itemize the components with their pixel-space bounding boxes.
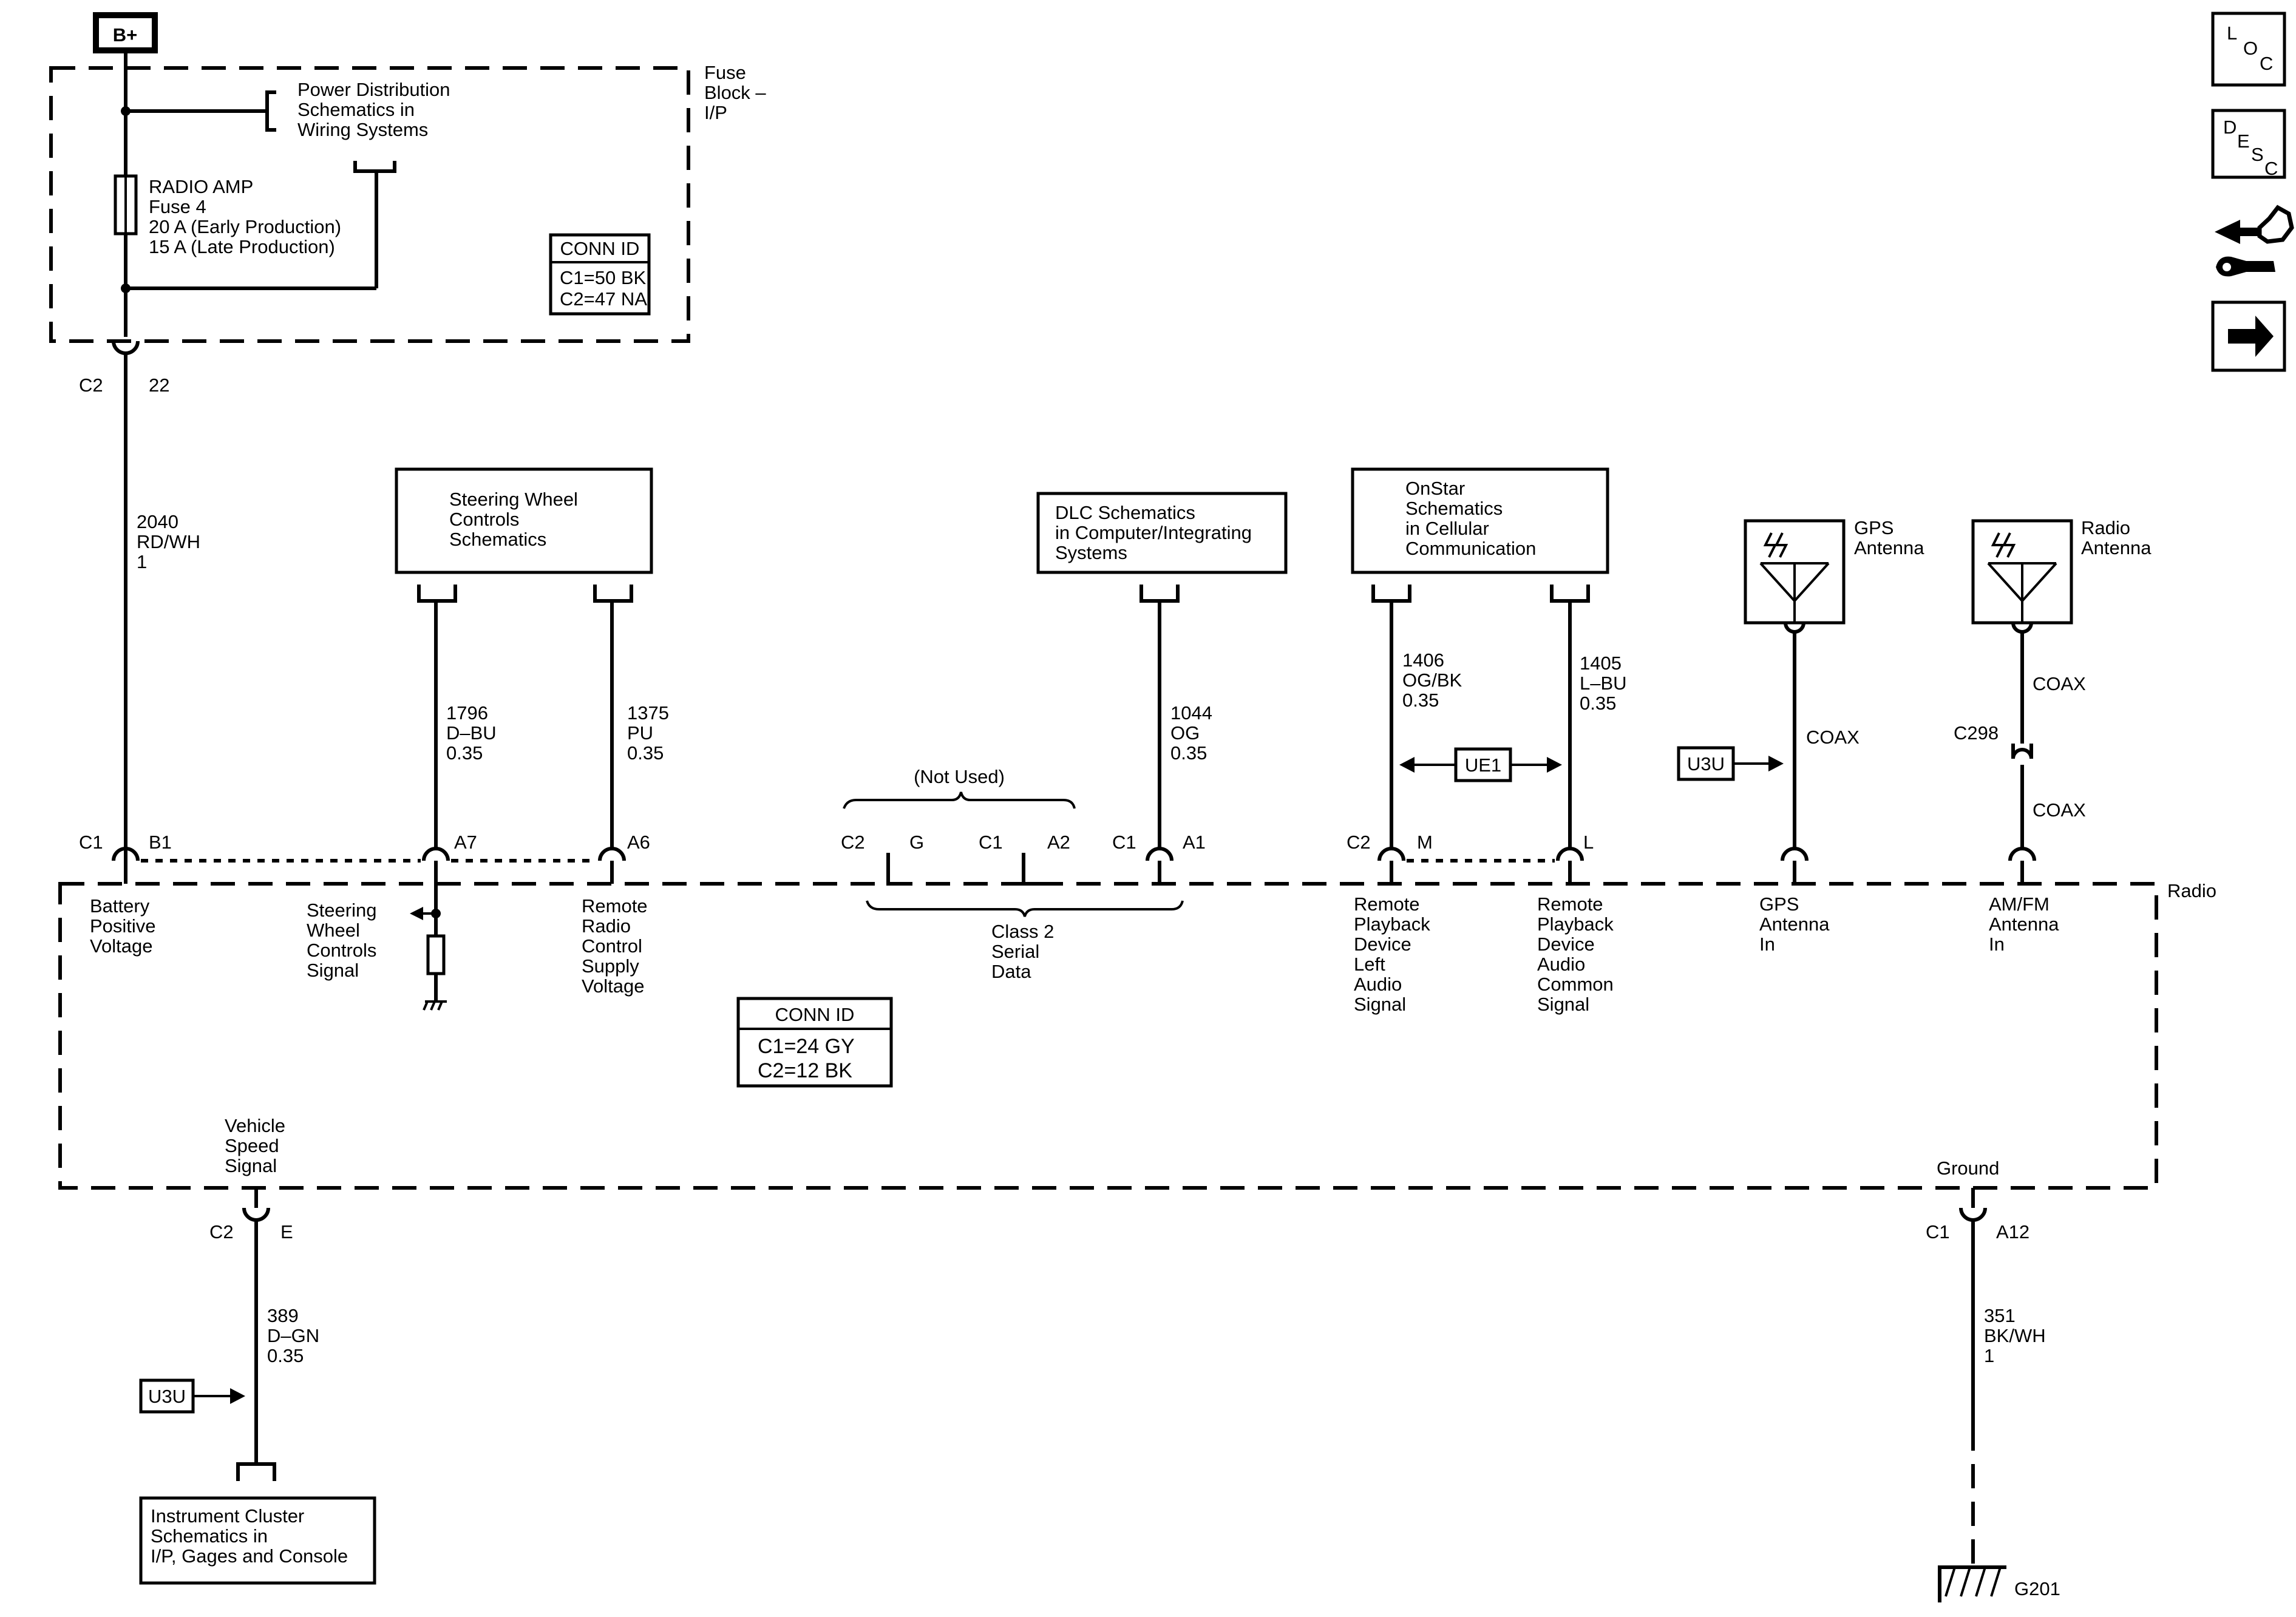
- fuse-out-conn: C2: [79, 375, 103, 396]
- pin-l: L: [1583, 832, 1594, 853]
- pin-a1: A1: [1183, 832, 1206, 853]
- wire-1405-label: 1405 L–BU 0.35: [1580, 653, 1632, 714]
- wire-1375-label: 1375 PU 0.35: [627, 702, 674, 764]
- connector-repair-icon[interactable]: [2215, 205, 2294, 277]
- ue1-option: UE1: [1465, 754, 1501, 776]
- onstar-ref: OnStar Schematics in Cellular Communicat…: [1351, 467, 1632, 850]
- signal-battery: Battery Positive Voltage: [90, 895, 161, 957]
- radio-name: Radio: [2167, 880, 2216, 901]
- radio-conn-id-lines: C1=24 GY C2=12 BK: [758, 1035, 860, 1082]
- signal-class2: Class 2 Serial Data: [991, 921, 1059, 982]
- onstar-ref-text: OnStar Schematics in Cellular Communicat…: [1405, 478, 1536, 559]
- radio-antenna: Radio Antenna COAX C298 COAX: [1954, 517, 2152, 850]
- fuse-block-name: Fuse Block – I/P: [704, 62, 771, 123]
- not-used-brace: (Not Used): [843, 766, 1076, 809]
- desc-e: E: [2237, 131, 2250, 152]
- c298-label: C298: [1954, 722, 1999, 744]
- radio-antenna-label: Radio Antenna: [2081, 517, 2152, 558]
- radio-coax-lower: COAX: [2033, 799, 2086, 821]
- dlc-ref: DLC Schematics in Computer/Integrating S…: [1036, 492, 1288, 850]
- loc-button[interactable]: L O C: [2211, 12, 2286, 87]
- signal-rrc: Remote Radio Control Supply Voltage: [582, 895, 653, 997]
- pin-e-conn: C2: [209, 1221, 234, 1242]
- dlc-ref-text: DLC Schematics in Computer/Integrating S…: [1055, 502, 1257, 563]
- ground-icon: [1938, 1565, 2006, 1602]
- pin-a7: A7: [454, 832, 477, 853]
- pin-a2-conn: C1: [979, 832, 1003, 853]
- desc-button[interactable]: D E S C: [2211, 109, 2286, 179]
- fuse-block: Fuse Block – I/P Power Distribution Sche…: [49, 62, 771, 343]
- pin-a6: A6: [627, 832, 650, 853]
- ground-id: G201: [2014, 1578, 2060, 1599]
- wire-2040-label: 2040 RD/WH 1: [137, 511, 206, 572]
- signal-left-audio: Remote Playback Device Left Audio Signal: [1354, 893, 1435, 1015]
- wire-389-label: 389 D–GN 0.35: [267, 1305, 325, 1366]
- fuse-info: RADIO AMP Fuse 4 20 A (Early Production)…: [149, 176, 347, 257]
- pin-a2: A2: [1047, 832, 1070, 853]
- cluster-ref-text: Instrument Cluster Schematics in I/P, Ga…: [151, 1505, 348, 1567]
- fuse-block-connector: C2 22 2040 RD/WH 1: [79, 341, 206, 861]
- steering-wheel-controls-ref: Steering Wheel Controls Schematics 1796 …: [395, 467, 674, 850]
- loc-o: O: [2243, 38, 2258, 59]
- pin-g-conn: C2: [841, 832, 865, 853]
- fuse-conn-id-title: CONN ID: [560, 238, 640, 259]
- pin-m: M: [1417, 832, 1433, 853]
- signal-amfm-in: AM/FM Antenna In: [1989, 893, 2064, 955]
- gps-antenna: GPS Antenna COAX U3U: [1677, 517, 1924, 850]
- wire-1044-label: 1044 OG 0.35: [1170, 702, 1218, 764]
- pin-g: G: [909, 832, 924, 853]
- desc-c: C: [2264, 158, 2278, 179]
- pin-c1-b1-conn: C1: [79, 832, 103, 853]
- signal-audio-common: Remote Playback Device Audio Common Sign…: [1537, 893, 1618, 1015]
- u3u-option-gps: U3U: [1687, 753, 1725, 775]
- pin-a12: A12: [1996, 1221, 2029, 1242]
- pin-a12-conn: C1: [1926, 1221, 1950, 1242]
- radio-module: Radio C1 B1 A7 A6 C2 G C1 A2 C1: [58, 832, 2216, 1242]
- next-page-button[interactable]: [2211, 300, 2286, 372]
- wire-1796-label: 1796 D–BU 0.35: [446, 702, 501, 764]
- instrument-cluster-circuit: 389 D–GN 0.35 U3U Instrument Cluster Sch…: [139, 1220, 376, 1585]
- desc-d: D: [2223, 117, 2237, 138]
- loc-l: L: [2227, 22, 2237, 44]
- signal-vss: Vehicle Speed Signal: [225, 1115, 291, 1176]
- pin-a1-conn: C1: [1112, 832, 1136, 853]
- power-source: B+: [93, 12, 158, 68]
- radio-coax-upper: COAX: [2033, 673, 2086, 694]
- fuse-conn-id-lines: C1=50 BK C2=47 NA: [560, 267, 651, 310]
- desc-s: S: [2251, 144, 2264, 165]
- power-distribution-ref: Power Distribution Schematics in Wiring …: [297, 79, 455, 140]
- not-used-label: (Not Used): [914, 766, 1005, 787]
- gps-coax-label: COAX: [1806, 727, 1860, 748]
- fuse-out-pin: 22: [149, 375, 169, 396]
- pin-e: E: [280, 1221, 293, 1242]
- arrow-right-icon: [2228, 316, 2274, 357]
- radio-conn-id-title: CONN ID: [775, 1004, 855, 1025]
- wire-351-label: 351 BK/WH 1: [1984, 1305, 2051, 1366]
- loc-c: C: [2260, 53, 2273, 74]
- signal-swc: Steering Wheel Controls Signal: [307, 900, 382, 981]
- steering-ref-text: Steering Wheel Controls Schematics: [449, 489, 583, 550]
- pin-m-conn: C2: [1347, 832, 1371, 853]
- pin-b1: B1: [149, 832, 172, 853]
- power-label: B+: [113, 24, 138, 46]
- signal-gps-in: GPS Antenna In: [1759, 893, 1835, 955]
- gps-antenna-label: GPS Antenna: [1854, 517, 1924, 558]
- wire-1406-label: 1406 OG/BK 0.35: [1402, 649, 1467, 711]
- signal-ground: Ground: [1937, 1158, 1999, 1179]
- ground-circuit: 351 BK/WH 1 G201: [1938, 1220, 2060, 1602]
- u3u-option-vss: U3U: [148, 1386, 186, 1407]
